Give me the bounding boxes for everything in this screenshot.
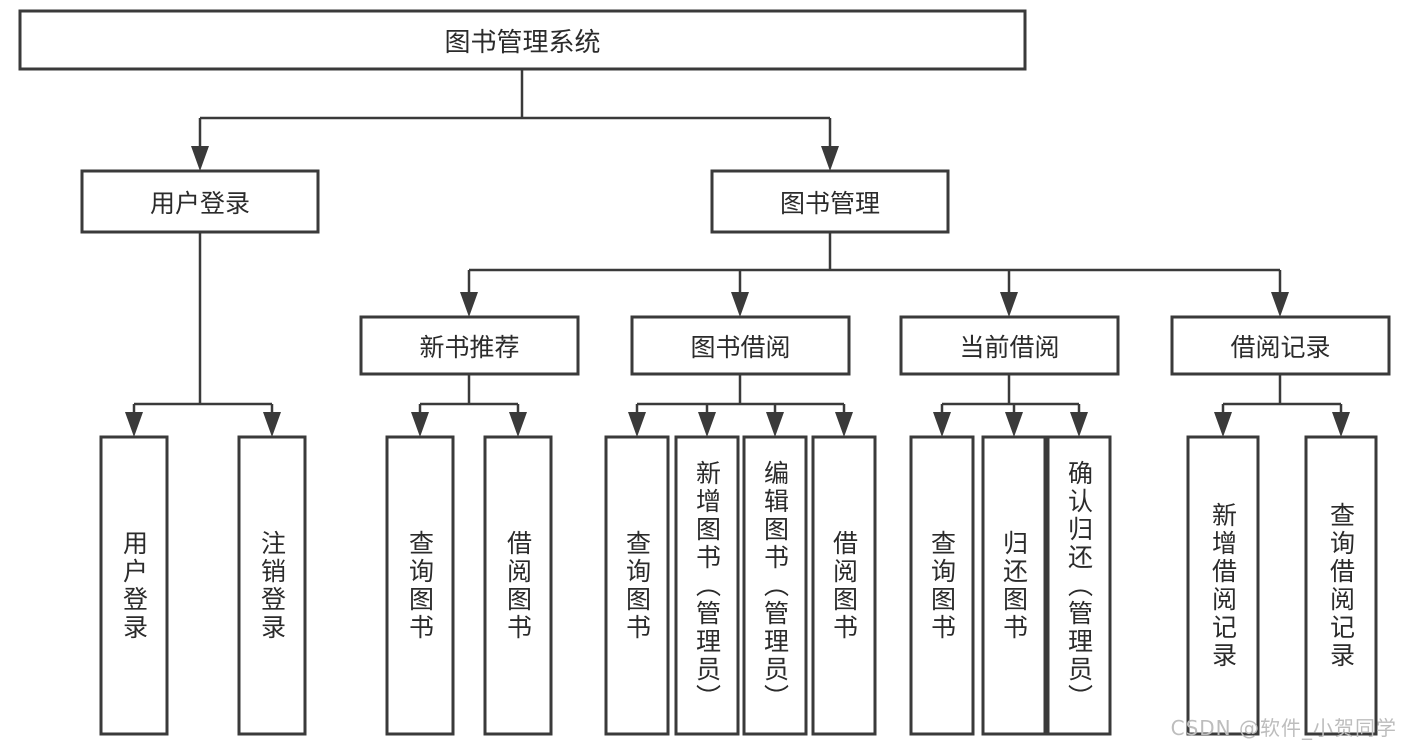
arrow-head-icon xyxy=(766,412,784,437)
node-leaf-edit-book-box[interactable] xyxy=(742,435,808,736)
connector-currentborrow-to-leaves xyxy=(933,374,1088,437)
arrow-head-icon xyxy=(835,412,853,437)
arrow-head-icon xyxy=(1070,412,1088,437)
arrow-head-icon xyxy=(933,412,951,437)
arrow-head-icon xyxy=(191,146,209,171)
node-level3-new-book-recommend-box[interactable] xyxy=(359,315,580,376)
arrow-head-icon xyxy=(1332,412,1350,437)
connector-borrowrecord-to-leaves xyxy=(1214,374,1350,437)
node-level2-user-login-box[interactable] xyxy=(80,169,320,234)
arrow-head-icon xyxy=(125,412,143,437)
node-leaf-user-logout-box[interactable] xyxy=(237,435,307,736)
node-leaf-borrow-book-2-box[interactable] xyxy=(811,435,877,736)
arrow-head-icon xyxy=(1005,412,1023,437)
node-root-box[interactable] xyxy=(18,9,1027,71)
arrow-head-icon xyxy=(821,146,839,171)
arrow-head-icon xyxy=(460,292,478,317)
node-leaf-confirm-return-box[interactable] xyxy=(1046,435,1112,736)
node-leaf-borrow-book-1-box[interactable] xyxy=(483,435,553,736)
arrow-head-icon xyxy=(1000,292,1018,317)
node-leaf-query-borrow-record-box[interactable] xyxy=(1304,435,1378,736)
node-level3-borrow-record-box[interactable] xyxy=(1170,315,1391,376)
node-leaf-add-book-box[interactable] xyxy=(674,435,740,736)
connector-bookborrow-to-leaves xyxy=(628,374,853,437)
arrow-head-icon xyxy=(628,412,646,437)
arrow-head-icon xyxy=(1214,412,1232,437)
connector-newbook-to-leaves xyxy=(411,374,527,437)
arrow-head-icon xyxy=(411,412,429,437)
connector-bookmgmt-to-level3 xyxy=(460,232,1289,317)
arrow-head-icon xyxy=(731,292,749,317)
node-leaf-return-book-box[interactable] xyxy=(981,435,1047,736)
node-leaf-user-login-box[interactable] xyxy=(99,435,169,736)
node-level3-book-borrow-box[interactable] xyxy=(630,315,851,376)
connector-root-to-level2 xyxy=(191,69,839,171)
node-level3-current-borrow-box[interactable] xyxy=(899,315,1120,376)
node-leaf-add-borrow-record-box[interactable] xyxy=(1186,435,1260,736)
arrow-head-icon xyxy=(509,412,527,437)
arrow-head-icon xyxy=(698,412,716,437)
node-level2-book-management-box[interactable] xyxy=(710,169,950,234)
arrow-head-icon xyxy=(263,412,281,437)
connector-userlogin-to-leaves xyxy=(125,232,281,437)
node-leaf-query-book-1-box[interactable] xyxy=(385,435,455,736)
node-leaf-query-book-3-box[interactable] xyxy=(909,435,975,736)
arrow-head-icon xyxy=(1271,292,1289,317)
node-leaf-query-book-2-box[interactable] xyxy=(604,435,670,736)
